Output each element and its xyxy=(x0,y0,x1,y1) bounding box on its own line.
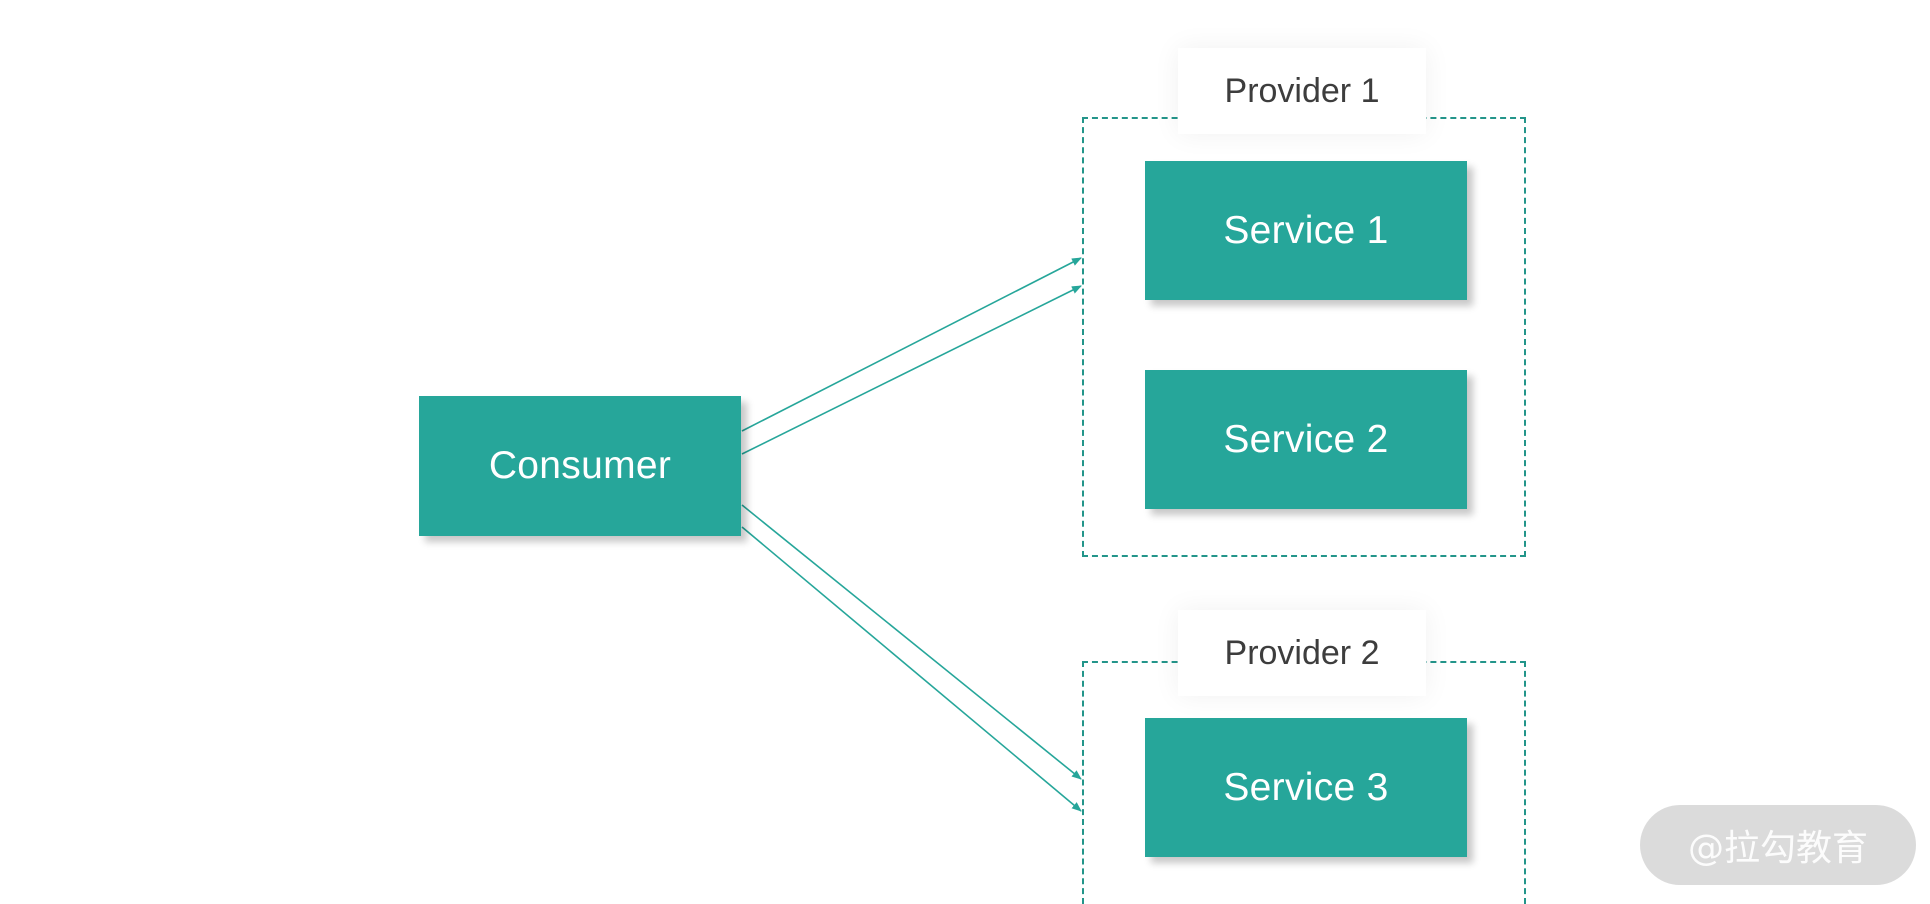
service-2-node: Service 2 xyxy=(1145,370,1467,509)
provider-1-label: Provider 1 xyxy=(1178,48,1426,134)
arrow-consumer-to-provider2-b xyxy=(741,526,1082,812)
provider-2-label: Provider 2 xyxy=(1178,610,1426,696)
consumer-node: Consumer xyxy=(419,396,741,536)
arrow-consumer-to-provider2-a xyxy=(741,504,1082,780)
service-1-node: Service 1 xyxy=(1145,161,1467,300)
watermark-badge: @拉勾教育 xyxy=(1640,805,1916,885)
service-3-node: Service 3 xyxy=(1145,718,1467,857)
arrow-consumer-to-provider1-b xyxy=(741,285,1082,455)
arrow-consumer-to-provider1-a xyxy=(741,257,1082,432)
